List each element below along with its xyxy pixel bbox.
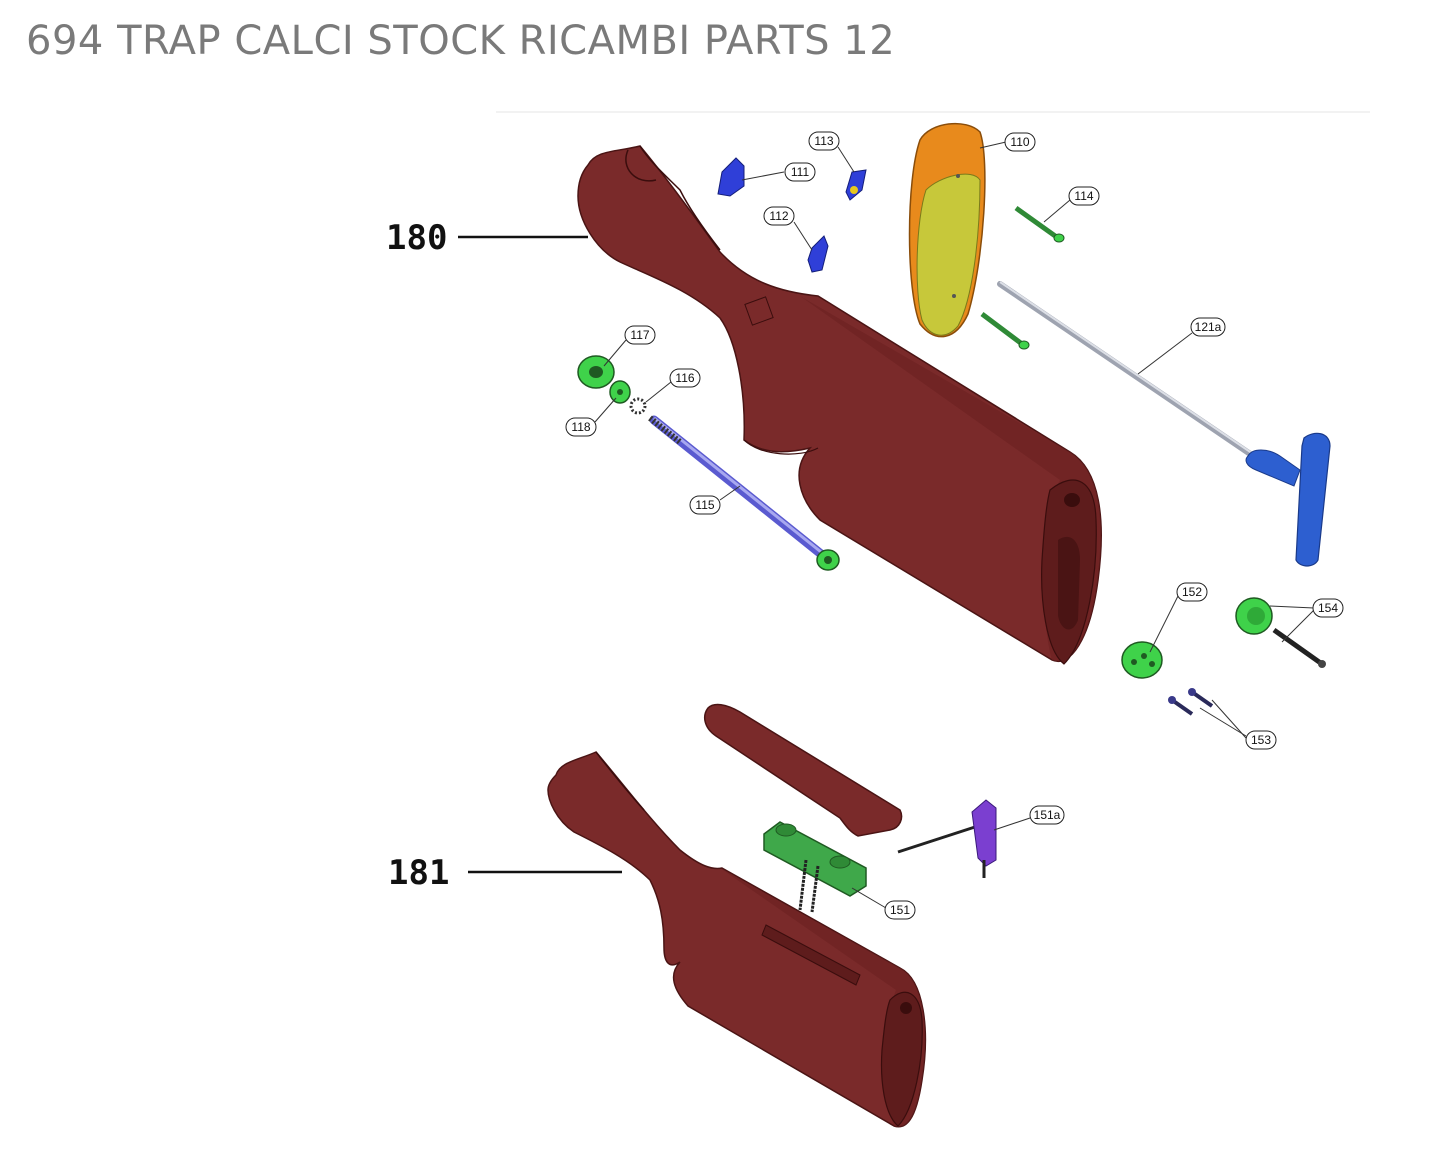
callout-bubble-111 (784, 162, 816, 182)
stock-181-shape (547, 751, 927, 1128)
part-112 (807, 235, 829, 273)
callout-bubble-114 (1068, 186, 1100, 206)
callout-leader-113 (837, 146, 855, 173)
stock-180-shape (577, 145, 1102, 665)
callout-leader-154 (1269, 605, 1315, 609)
callout-label-151a: 151a (1034, 808, 1061, 822)
callout-leader-115 (719, 485, 741, 501)
part-116-lockwasher (629, 397, 647, 415)
callout-label-153: 153 (1251, 733, 1271, 747)
callout-bubble-154 (1312, 598, 1344, 618)
cheek-piece (703, 703, 903, 837)
part-151a-hexkey (897, 799, 997, 878)
callout-leader-117 (603, 339, 627, 367)
assembly-label-180: 180 (386, 218, 448, 258)
callout-leader-152 (1149, 595, 1179, 653)
part-153-screws (1168, 688, 1214, 716)
callouts: 110 111 112 113 114 121a 117 116 118 115 152 154 153… (565, 131, 1344, 920)
callout-leader-110 (979, 141, 1007, 149)
callout-leader-153 (1211, 699, 1247, 739)
part-118-washer (609, 380, 631, 404)
callout-label-152: 152 (1182, 585, 1202, 599)
callout-label-111: 111 (791, 165, 810, 179)
callout-leader-151a (993, 817, 1031, 831)
callout-label-118: 118 (571, 420, 590, 434)
callout-leader-114 (1043, 199, 1071, 223)
callout-bubble-152 (1176, 582, 1208, 602)
assembly-label-181: 181 (388, 853, 450, 893)
callout-bubble-115 (689, 495, 721, 515)
callout-leader-153 (1199, 707, 1247, 737)
callout-leader-121a (1137, 332, 1193, 375)
callout-bubble-117 (624, 325, 656, 345)
callout-leader-151 (851, 887, 887, 909)
callout-label-114: 114 (1074, 189, 1093, 203)
callout-bubble-112 (763, 206, 795, 226)
callout-bubble-151 (884, 900, 916, 920)
callout-leader-154 (1281, 609, 1315, 643)
callout-label-113: 113 (814, 134, 833, 148)
callout-leader-111 (741, 171, 785, 181)
callout-bubble-151a (1029, 805, 1065, 825)
callout-bubble-121a (1190, 317, 1226, 337)
part-152-spacer (1121, 641, 1163, 679)
callout-label-112: 112 (769, 209, 788, 223)
callout-leader-116 (645, 381, 672, 403)
callout-label-116: 116 (675, 371, 694, 385)
callout-bubble-110 (1004, 132, 1036, 152)
callout-bubble-153 (1245, 730, 1277, 750)
part-115-bolt (648, 415, 840, 571)
callout-label-154: 154 (1318, 601, 1338, 615)
part-113 (845, 169, 867, 201)
callout-leader-112 (793, 221, 813, 251)
callout-label-115: 115 (695, 498, 714, 512)
page-title: 694 TRAP CALCI STOCK RICAMBI PARTS 12 (26, 18, 896, 64)
callout-label-110: 110 (1010, 135, 1029, 149)
callout-bubble-118 (565, 417, 597, 437)
part-111 (717, 157, 745, 197)
callout-bubble-113 (808, 131, 840, 151)
part-117-washer (577, 355, 615, 389)
part-154-spacer (1235, 597, 1326, 668)
callout-bubble-116 (669, 368, 701, 388)
callout-label-121a: 121a (1195, 320, 1222, 334)
callout-label-151: 151 (890, 903, 910, 917)
part-110-buttpad (908, 122, 986, 338)
part-114-screws (980, 205, 1065, 350)
part-151-plate (763, 821, 867, 913)
callout-label-117: 117 (630, 328, 649, 342)
callout-leader-118 (594, 397, 617, 423)
part-121a-tool (997, 281, 1331, 567)
